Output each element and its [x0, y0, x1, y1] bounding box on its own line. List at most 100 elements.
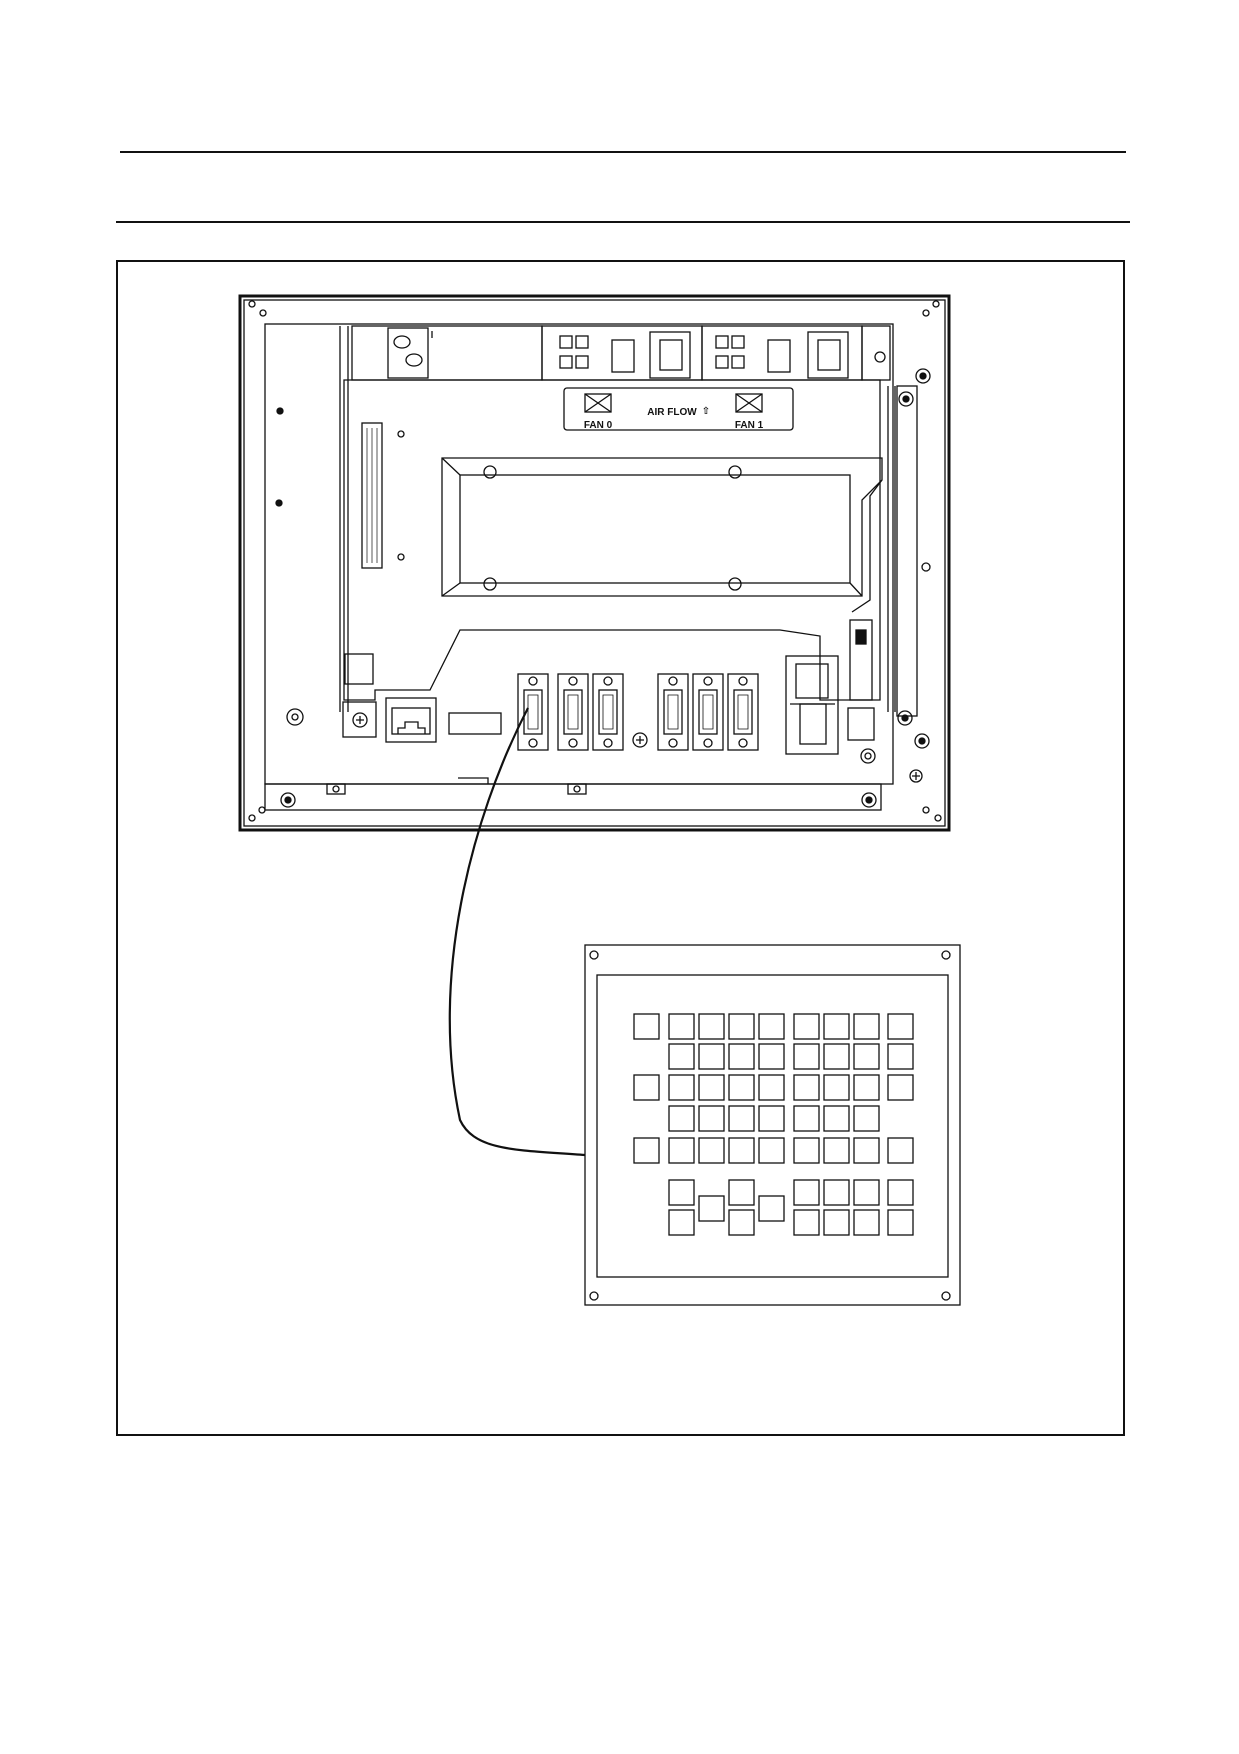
card-slot-latch: [855, 629, 867, 645]
upper-slot-housing: [351, 325, 543, 381]
connector-1: [517, 673, 549, 751]
keyboard-key: [853, 1137, 880, 1164]
keyboard-key: [758, 1105, 785, 1132]
keyboard-key: [698, 1043, 725, 1070]
keyboard-key: [633, 1137, 660, 1164]
battery-clip-icon: [393, 335, 411, 349]
keyboard-key: [853, 1105, 880, 1132]
connector-4: [657, 673, 689, 751]
connector-2: [557, 673, 589, 751]
display-window: [441, 457, 883, 597]
ethernet-port: [385, 697, 437, 743]
keyboard-key: [793, 1043, 820, 1070]
keyboard-key: [887, 1043, 914, 1070]
screw-head-icon: [286, 708, 304, 726]
keyboard-key: [823, 1013, 850, 1040]
keyboard-key: [887, 1013, 914, 1040]
ground-terminal: [342, 701, 377, 738]
fan-cross-box-icon: [735, 393, 763, 413]
screw-head-icon: [874, 351, 886, 363]
keyboard-key: [823, 1043, 850, 1070]
keyboard-key: [728, 1013, 755, 1040]
panel-hole: [276, 407, 284, 415]
fan-cross-box-icon: [584, 393, 612, 413]
keyboard-key: [698, 1105, 725, 1132]
screw-head-icon: [915, 368, 931, 384]
airflow-arrow-icon: ⇧: [702, 406, 710, 417]
keyboard-key: [668, 1105, 695, 1132]
keyboard-key: [728, 1105, 755, 1132]
keyboard-key: [728, 1179, 755, 1206]
connector-6: [727, 673, 759, 751]
ribbon-guide: [851, 479, 883, 613]
keyboard-key: [668, 1043, 695, 1070]
unit-back-panel: [264, 323, 894, 785]
header-rule-bottom: [116, 221, 1130, 223]
ground-symbol-icon: [632, 732, 648, 748]
connector-bank: [517, 673, 759, 751]
keyboard-key: [758, 1074, 785, 1101]
keyboard-key: [793, 1074, 820, 1101]
connection-cable: [448, 707, 586, 1157]
battery-holder: [387, 327, 429, 379]
keyboard-key: [728, 1209, 755, 1236]
keyboard-inner-frame: [596, 974, 949, 1278]
connector-3: [592, 673, 624, 751]
panel-hole: [397, 553, 405, 561]
main-board-outline: [343, 379, 881, 701]
keyboard-key: [793, 1137, 820, 1164]
figure-frame: [116, 260, 1125, 1436]
keyboard-key: [823, 1105, 850, 1132]
right-side-bracket: [896, 385, 918, 717]
fan-unit-0: [541, 325, 703, 381]
keyboard-key: [728, 1137, 755, 1164]
screw-head-icon: [898, 391, 914, 407]
connector-pins: [366, 428, 378, 563]
keyboard-key: [668, 1209, 695, 1236]
unit-inner-frame: [243, 299, 946, 827]
panel-hole: [275, 499, 283, 507]
fan-cross-box-icon: [584, 393, 612, 413]
connector-5: [692, 673, 724, 751]
keyboard-key: [758, 1013, 785, 1040]
mdi-keyboard-unit: [584, 944, 961, 1306]
keyboard-key: [668, 1074, 695, 1101]
keyboard-key: [823, 1179, 850, 1206]
keyboard-key: [887, 1074, 914, 1101]
panel-hole: [921, 562, 931, 572]
keyboard-key: [728, 1043, 755, 1070]
keyboard-key: [698, 1074, 725, 1101]
keyboard-key: [853, 1074, 880, 1101]
corner-holes: [248, 300, 942, 822]
keyboard-key: [823, 1074, 850, 1101]
keyboard-outer-frame: [584, 944, 961, 1306]
panel-hole: [397, 430, 405, 438]
keyboard-key: [668, 1137, 695, 1164]
keyboard-key: [793, 1209, 820, 1236]
fan-1-label: FAN 1: [735, 420, 764, 431]
keyboard-key: [633, 1074, 660, 1101]
ground-symbol-icon: [352, 712, 368, 728]
screw-head-icon: [897, 710, 913, 726]
screw-head-icon: [914, 733, 930, 749]
keyboard-key: [853, 1209, 880, 1236]
keyboard-key: [668, 1013, 695, 1040]
unit-outer-frame: [238, 294, 951, 832]
keyboard-key: [758, 1137, 785, 1164]
keyboard-key: [633, 1013, 660, 1040]
keyboard-key: [758, 1195, 785, 1222]
keyboard-key: [853, 1013, 880, 1040]
screw-head-icon: [860, 748, 876, 764]
right-connector-module: [785, 655, 839, 755]
keyboard-key-grid: [633, 1013, 914, 1236]
keyboard-key: [793, 1179, 820, 1206]
battery-clip-icon: [405, 353, 423, 367]
label-slot: [448, 712, 502, 735]
keyboard-key: [853, 1043, 880, 1070]
header-rule-top: [120, 151, 1126, 153]
ground-symbol-icon: [909, 769, 923, 783]
cnc-unit-rear-view: [238, 294, 951, 832]
keyboard-key: [698, 1195, 725, 1222]
keyboard-key: [887, 1209, 914, 1236]
card-slot: [849, 619, 873, 701]
